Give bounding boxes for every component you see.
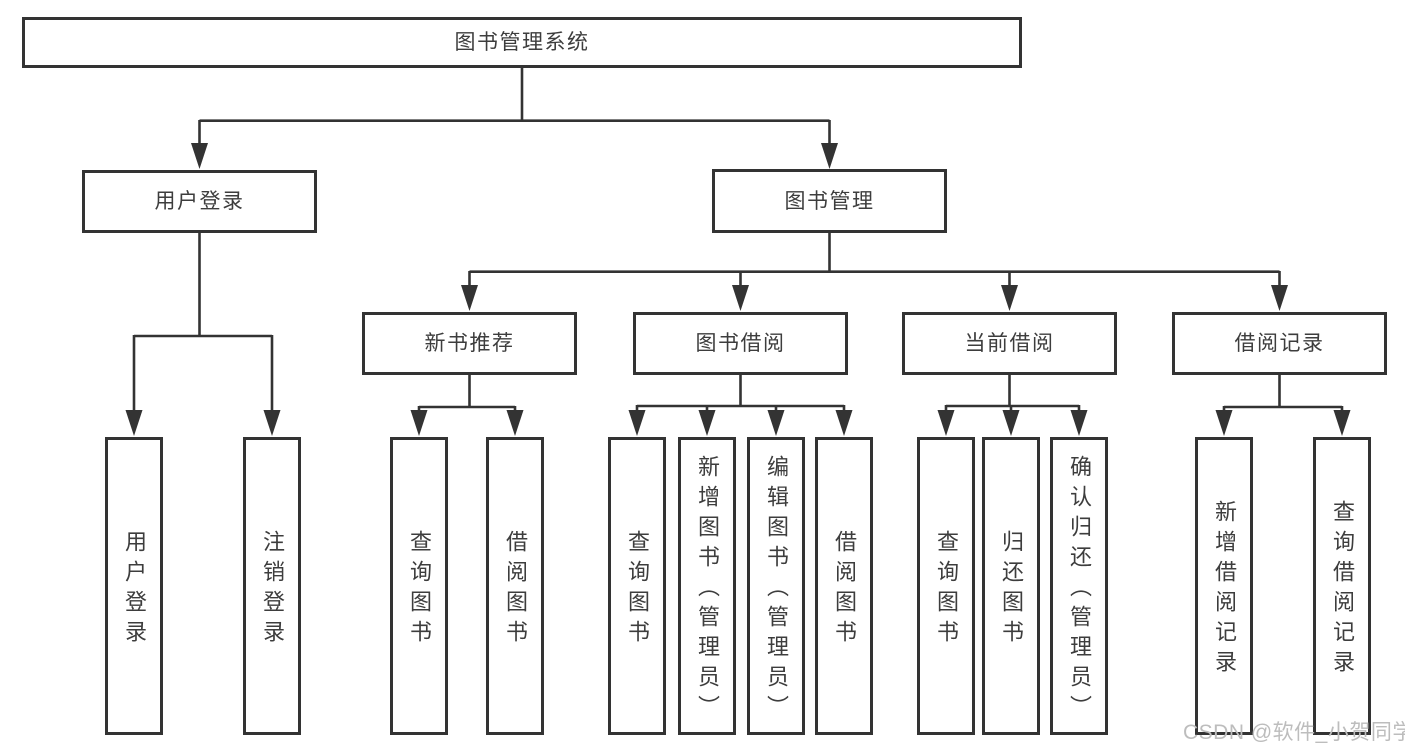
leaf-records-query: 查询借阅记录 xyxy=(1313,437,1371,735)
leaf-logout: 注销登录 xyxy=(243,437,301,735)
connector-borrowrecords-to-leaves xyxy=(1215,374,1351,436)
leaf-current-return: 归还图书 xyxy=(982,437,1040,735)
connector-currentborrow-to-leaves xyxy=(937,374,1088,436)
connector-userlogin-to-leaves xyxy=(125,232,281,436)
node-root: 图书管理系统 xyxy=(22,17,1022,68)
leaf-borrow-edit-book: 编辑图书（管理员） xyxy=(747,437,805,735)
leaf-current-query: 查询图书 xyxy=(917,437,975,735)
connector-root-to-level2 xyxy=(191,66,838,169)
node-current-borrow: 当前借阅 xyxy=(902,312,1117,375)
leaf-current-confirm-return: 确认归还（管理员） xyxy=(1050,437,1108,735)
leaf-newbook-query: 查询图书 xyxy=(390,437,448,735)
leaf-newbook-borrow: 借阅图书 xyxy=(486,437,544,735)
connector-newbook-to-leaves xyxy=(410,374,524,436)
node-borrow-records: 借阅记录 xyxy=(1172,312,1387,375)
leaf-borrow-borrow-book: 借阅图书 xyxy=(815,437,873,735)
leaf-borrow-add-book: 新增图书（管理员） xyxy=(678,437,736,735)
connector-bookborrow-to-leaves xyxy=(628,374,853,436)
leaf-records-add: 新增借阅记录 xyxy=(1195,437,1253,735)
node-book-management: 图书管理 xyxy=(712,169,947,233)
leaf-borrow-query: 查询图书 xyxy=(608,437,666,735)
node-book-borrow: 图书借阅 xyxy=(633,312,848,375)
node-user-login: 用户登录 xyxy=(82,170,317,233)
csdn-watermark: CSDN @软件_小贺同学 xyxy=(1183,721,1405,744)
node-new-book-recommend: 新书推荐 xyxy=(362,312,577,375)
connector-bookmgmt-to-level3 xyxy=(461,232,1288,311)
leaf-user-login: 用户登录 xyxy=(105,437,163,735)
